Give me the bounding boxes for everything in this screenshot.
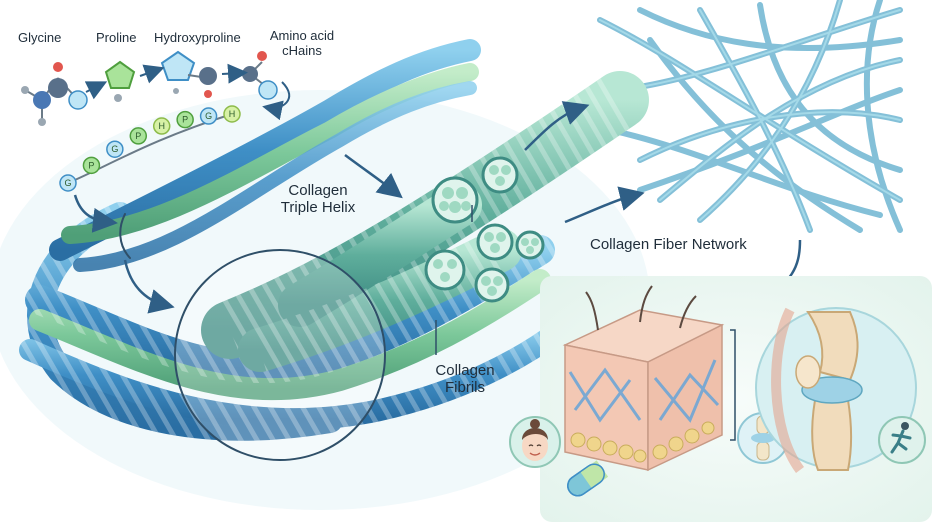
triple-helix-label: Collagen Triple Helix xyxy=(263,182,373,216)
capsule-icon xyxy=(567,460,609,497)
fiber-network-label: Collagen Fiber Network xyxy=(590,236,747,253)
fiber-network xyxy=(597,0,903,233)
fibrils-line2: Fibrils xyxy=(445,379,485,396)
fibril-end-5 xyxy=(474,267,510,303)
proline-molecule xyxy=(104,60,136,102)
chain-bead xyxy=(59,174,77,192)
chain-bead-label: G xyxy=(64,178,71,188)
chain-bead xyxy=(152,117,171,135)
arrow-helix-to-magnifier xyxy=(123,259,175,314)
chain-bead xyxy=(82,156,101,175)
flow-arrows xyxy=(73,101,802,314)
amino-acid-chains-line2: cHains xyxy=(282,43,322,58)
chain-bead xyxy=(199,107,218,125)
chain-bead xyxy=(223,105,241,123)
triple-helix-line2: Triple Helix xyxy=(280,199,356,216)
chain-bead-label: P xyxy=(135,131,141,141)
skin-cross-section-icon xyxy=(562,285,736,472)
chain-bead-label: H xyxy=(229,109,236,119)
magnifier-circle xyxy=(174,249,386,461)
chain-bead-label: G xyxy=(205,111,212,121)
amino-acid-chains-line1: Amino acid xyxy=(269,28,335,43)
chain-bead-label: P xyxy=(182,115,188,125)
glycine-molecule xyxy=(21,62,88,126)
arrow-fibers-to-network xyxy=(564,186,645,224)
arrow-helix-to-fibrils xyxy=(344,153,403,199)
triple-helix xyxy=(19,39,571,441)
applications-panel xyxy=(509,276,932,522)
collagen-fibrils xyxy=(201,71,649,372)
face-icon xyxy=(509,416,561,468)
chain-bead-label: P xyxy=(88,160,94,170)
glycine-label: Glycine xyxy=(18,30,62,45)
fibrils-line1: Collagen xyxy=(435,362,495,379)
arrow-chain-to-helix xyxy=(73,194,118,233)
fibrils-label: Collagen Fibrils xyxy=(420,362,510,396)
knee-joint-icon xyxy=(755,307,917,473)
fibril-end-4 xyxy=(424,249,466,291)
chain-bead xyxy=(176,110,194,129)
fibril-end-1 xyxy=(431,176,479,224)
arrow-fibrils-to-network xyxy=(524,101,590,151)
fibril-end-2 xyxy=(481,156,519,194)
peptide-bead-chain: G P G P H P G H xyxy=(59,105,241,192)
proline-label: Proline xyxy=(96,30,137,45)
runner-icon xyxy=(878,416,926,464)
triple-helix-line1: Collagen xyxy=(288,182,348,199)
amino-acid-molecules xyxy=(21,50,291,126)
chain-bead-label: H xyxy=(158,121,165,131)
hydroxyproline-molecule xyxy=(160,50,217,98)
chain-bead xyxy=(129,127,148,145)
chain-bead xyxy=(106,140,124,158)
amino-acid-chains-label: Amino acid cHains xyxy=(262,28,342,58)
fibril-end-6 xyxy=(515,230,545,260)
fibril-end-3 xyxy=(476,223,514,261)
chain-bead-label: G xyxy=(111,144,118,154)
hydroxyproline-label: Hydroxyproline xyxy=(154,30,241,45)
